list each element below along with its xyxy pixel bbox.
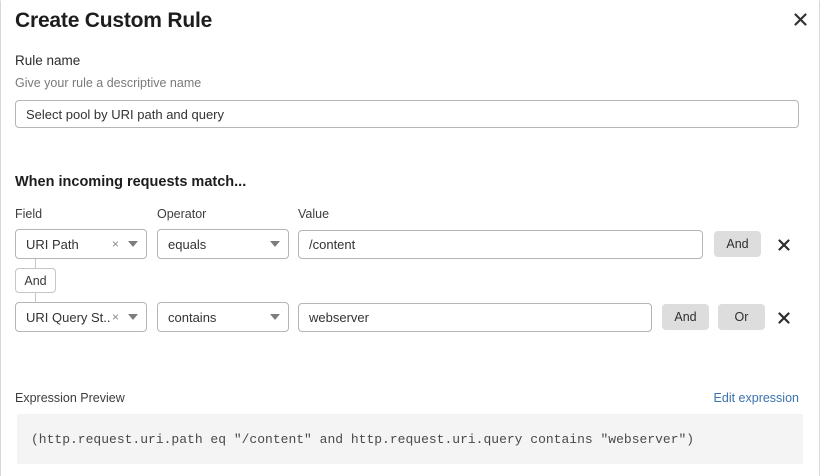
column-label-operator: Operator	[157, 207, 207, 221]
operator-select-row-2[interactable]: contains	[157, 302, 289, 332]
and-button-row-1[interactable]: And	[714, 231, 761, 257]
close-icon[interactable]	[789, 8, 811, 30]
expression-preview-box: (http.request.uri.path eq "/content" and…	[17, 414, 803, 464]
chevron-down-icon	[270, 314, 280, 320]
field-select-row-1[interactable]: URI Path ×	[15, 229, 147, 259]
chevron-down-icon	[128, 314, 138, 320]
field-select-row-1-value: URI Path	[26, 236, 79, 252]
operator-select-row-1[interactable]: equals	[157, 229, 289, 259]
rule-name-helper: Give your rule a descriptive name	[15, 76, 202, 90]
connector-line-bottom	[35, 293, 36, 303]
edit-expression-link[interactable]: Edit expression	[713, 391, 799, 405]
and-button-row-2[interactable]: And	[662, 304, 709, 330]
connector-and-badge[interactable]: And	[15, 268, 56, 293]
connector-line-top	[35, 259, 36, 269]
match-section-heading: When incoming requests match...	[15, 174, 247, 190]
clear-icon[interactable]: ×	[111, 310, 119, 324]
operator-select-row-2-value: contains	[168, 309, 217, 325]
or-button-row-2[interactable]: Or	[718, 304, 765, 330]
field-select-row-2-value: URI Query St...	[26, 309, 110, 325]
column-label-field: Field	[15, 207, 43, 221]
operator-select-row-1-value: equals	[168, 236, 207, 252]
value-input-row-2[interactable]	[298, 303, 652, 332]
chevron-down-icon	[128, 241, 138, 247]
value-input-row-1[interactable]	[298, 230, 703, 259]
rule-name-input[interactable]	[15, 100, 799, 128]
expression-preview-label: Expression Preview	[15, 391, 125, 405]
clear-icon[interactable]: ×	[111, 237, 119, 251]
dialog-title: Create Custom Rule	[15, 9, 213, 32]
expression-preview-code: (http.request.uri.path eq "/content" and…	[31, 431, 695, 447]
remove-row-1-icon[interactable]	[774, 235, 794, 255]
field-select-row-2[interactable]: URI Query St... ×	[15, 302, 147, 332]
rule-name-label: Rule name	[15, 53, 81, 68]
chevron-down-icon	[270, 241, 280, 247]
remove-row-2-icon[interactable]	[774, 308, 794, 328]
column-label-value: Value	[298, 207, 330, 221]
